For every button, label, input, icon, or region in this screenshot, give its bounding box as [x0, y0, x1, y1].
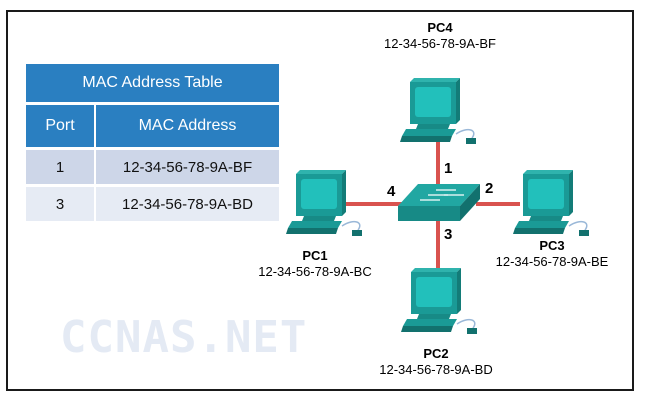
cell-mac: 12-34-56-78-9A-BF: [96, 147, 279, 184]
pc4-label: PC4 12-34-56-78-9A-BF: [370, 20, 510, 52]
diagram-frame: [6, 10, 634, 391]
pc2-mac: 12-34-56-78-9A-BD: [379, 362, 493, 377]
pc3-mac: 12-34-56-78-9A-BE: [495, 254, 609, 269]
table-row: 3 12-34-56-78-9A-BD: [26, 184, 279, 221]
table-row: 1 12-34-56-78-9A-BF: [26, 147, 279, 184]
pc2-name: PC2: [423, 346, 449, 361]
pc1-mac: 12-34-56-78-9A-BC: [258, 264, 372, 279]
pc4-mac: 12-34-56-78-9A-BF: [384, 36, 496, 51]
watermark: CCNAS.NET: [60, 312, 308, 363]
port-label-1: 1: [444, 160, 453, 177]
cell-port: 1: [26, 147, 96, 184]
pc3-computer-icon: [512, 169, 590, 237]
cell-port: 3: [26, 184, 96, 221]
table-title: MAC Address Table: [26, 64, 279, 102]
header-mac-address: MAC Address: [96, 102, 279, 147]
header-port: Port: [26, 102, 96, 147]
pc3-label: PC3 12-34-56-78-9A-BE: [478, 238, 626, 270]
pc4-name: PC4: [427, 20, 453, 35]
pc1-name: PC1: [302, 248, 328, 263]
pc2-label: PC2 12-34-56-78-9A-BD: [362, 346, 510, 378]
switch-icon: [398, 184, 480, 221]
pc1-label: PC1 12-34-56-78-9A-BC: [245, 248, 385, 280]
cell-mac: 12-34-56-78-9A-BD: [96, 184, 279, 221]
mac-address-table: MAC Address Table Port MAC Address 1 12-…: [26, 64, 279, 221]
port-label-3: 3: [444, 226, 453, 243]
port-label-4: 4: [387, 183, 396, 200]
port-label-2: 2: [485, 180, 494, 197]
pc4-computer-icon: [399, 77, 477, 145]
pc3-name: PC3: [539, 238, 565, 253]
pc2-computer-icon: [400, 267, 478, 335]
